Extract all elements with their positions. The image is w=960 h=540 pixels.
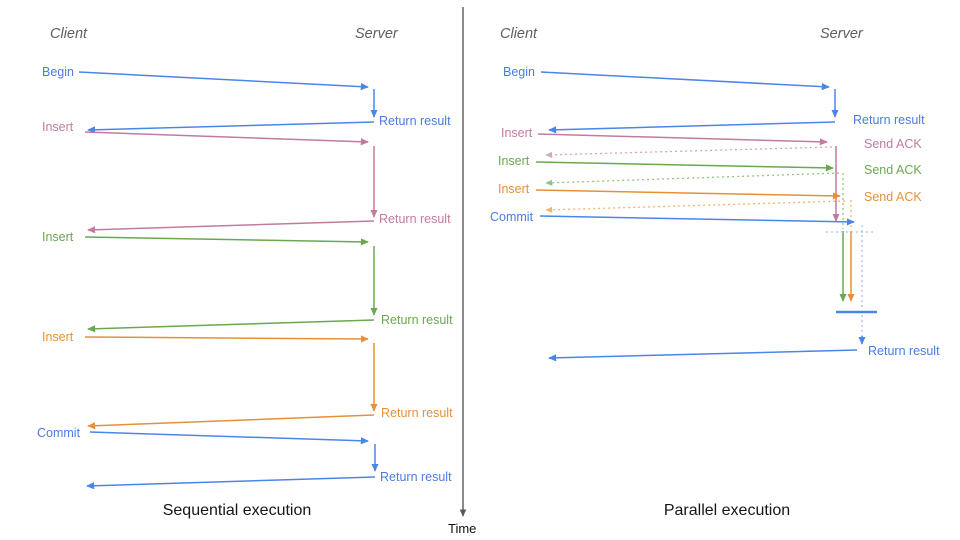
right-return-result-final: Return result [868,344,940,358]
right-insert-2-label: Insert [498,154,530,168]
right-send-ack-2: Send ACK [864,163,922,177]
left-insert-2-label: Insert [42,230,74,244]
right-send-ack-3: Send ACK [864,190,922,204]
left-begin-label: Begin [42,65,74,79]
right-return-result-1: Return result [853,113,925,127]
right-insert-3-label: Insert [498,182,530,196]
right-client-header: Client [500,26,538,42]
left-return-result-4: Return result [381,406,453,420]
right-server-header: Server [820,26,863,42]
right-panel-title: Parallel execution [663,502,791,519]
right-begin-label: Begin [503,65,535,79]
left-client-header: Client [50,26,88,42]
left-return-result-2: Return result [379,212,451,226]
left-insert-3-label: Insert [42,330,74,344]
left-return-result-1: Return result [379,114,451,128]
right-insert-1-label: Insert [501,126,533,140]
left-return-result-5: Return result [380,470,452,484]
left-server-header: Server [355,26,398,42]
left-commit-label: Commit [37,426,81,440]
time-axis-label: Time [448,521,477,536]
left-insert-1-label: Insert [42,120,74,134]
left-return-result-3: Return result [381,313,453,327]
right-commit-label: Commit [490,210,534,224]
left-panel-title: Sequential execution [162,502,312,519]
right-send-ack-1: Send ACK [864,137,922,151]
